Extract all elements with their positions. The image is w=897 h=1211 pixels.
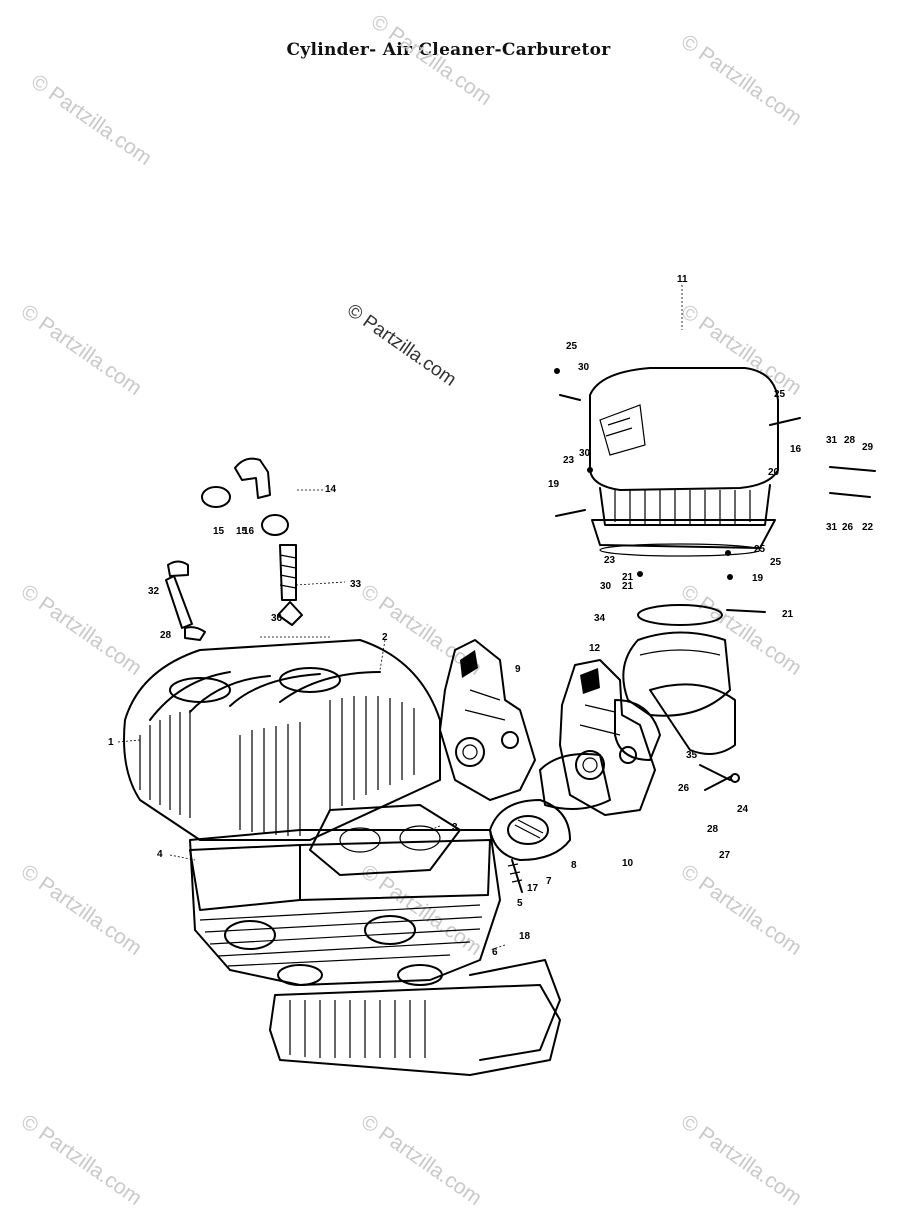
callout-1: 1 bbox=[108, 737, 114, 748]
callout-21: 21 bbox=[782, 609, 794, 620]
callout-26: 26 bbox=[842, 522, 854, 533]
callout-21: 21 bbox=[622, 581, 634, 592]
callout-3: 3 bbox=[452, 822, 458, 833]
callout-27: 27 bbox=[719, 850, 731, 861]
callout-30: 30 bbox=[600, 581, 612, 592]
callout-17: 17 bbox=[527, 883, 539, 894]
callout-28: 28 bbox=[844, 435, 856, 446]
callout-25: 25 bbox=[770, 557, 782, 568]
callout-16: 16 bbox=[243, 526, 255, 537]
intake-duct-assembly bbox=[614, 604, 736, 761]
air-cleaner-assembly bbox=[589, 367, 779, 557]
callout-11: 11 bbox=[677, 274, 688, 285]
crankcase-section bbox=[269, 959, 561, 1076]
carburetor-left bbox=[439, 639, 536, 801]
callout-16: 16 bbox=[790, 444, 802, 455]
callout-23: 23 bbox=[563, 455, 575, 466]
callout-4: 4 bbox=[157, 849, 163, 860]
callout-12: 12 bbox=[589, 643, 601, 654]
callout-30: 30 bbox=[578, 362, 590, 373]
callout-8: 8 bbox=[571, 860, 577, 871]
callout-19: 19 bbox=[752, 573, 764, 584]
callout-34: 34 bbox=[594, 613, 606, 624]
callout-25: 25 bbox=[566, 341, 578, 352]
callout-30: 30 bbox=[579, 448, 591, 459]
callout-29: 29 bbox=[862, 442, 874, 453]
intake-manifold bbox=[489, 753, 611, 861]
callout-32: 32 bbox=[148, 586, 160, 597]
callout-7: 7 bbox=[546, 876, 552, 887]
callout-2: 2 bbox=[382, 632, 388, 643]
leader-lines bbox=[117, 285, 683, 951]
callout-36: 36 bbox=[271, 613, 283, 624]
callout-23: 23 bbox=[604, 555, 616, 566]
callout-28: 28 bbox=[707, 824, 719, 835]
cylinder-gasket bbox=[309, 804, 461, 876]
callout-31: 31 bbox=[826, 522, 838, 533]
callout-14: 14 bbox=[325, 484, 337, 495]
callout-15: 15 bbox=[236, 526, 248, 537]
plug-cap-parts bbox=[165, 457, 303, 641]
carburetor-right bbox=[559, 659, 656, 816]
callout-19: 19 bbox=[548, 479, 560, 490]
callout-15: 15 bbox=[213, 526, 225, 537]
callout-31: 31 bbox=[826, 435, 838, 446]
callout-33: 33 bbox=[350, 579, 362, 590]
callout-24: 24 bbox=[737, 804, 749, 815]
callout-9: 9 bbox=[515, 664, 521, 675]
callout-28: 28 bbox=[160, 630, 172, 641]
hardware-studs bbox=[507, 368, 876, 893]
cylinder-head bbox=[123, 639, 441, 841]
diagram-title: Cylinder- Air Cleaner-Carburetor bbox=[286, 40, 611, 60]
callout-6: 6 bbox=[492, 947, 498, 958]
callout-20: 20 bbox=[768, 467, 780, 478]
cylinder-block bbox=[189, 829, 501, 986]
callout-22: 22 bbox=[862, 522, 874, 533]
callout-5: 5 bbox=[517, 898, 523, 909]
callout-25: 25 bbox=[754, 544, 766, 555]
callout-35: 35 bbox=[686, 750, 698, 761]
callout-21: 21 bbox=[622, 572, 634, 583]
callout-25: 25 bbox=[774, 389, 786, 400]
callout-10: 10 bbox=[622, 858, 634, 869]
callout-18: 18 bbox=[519, 931, 531, 942]
callout-26: 26 bbox=[678, 783, 690, 794]
